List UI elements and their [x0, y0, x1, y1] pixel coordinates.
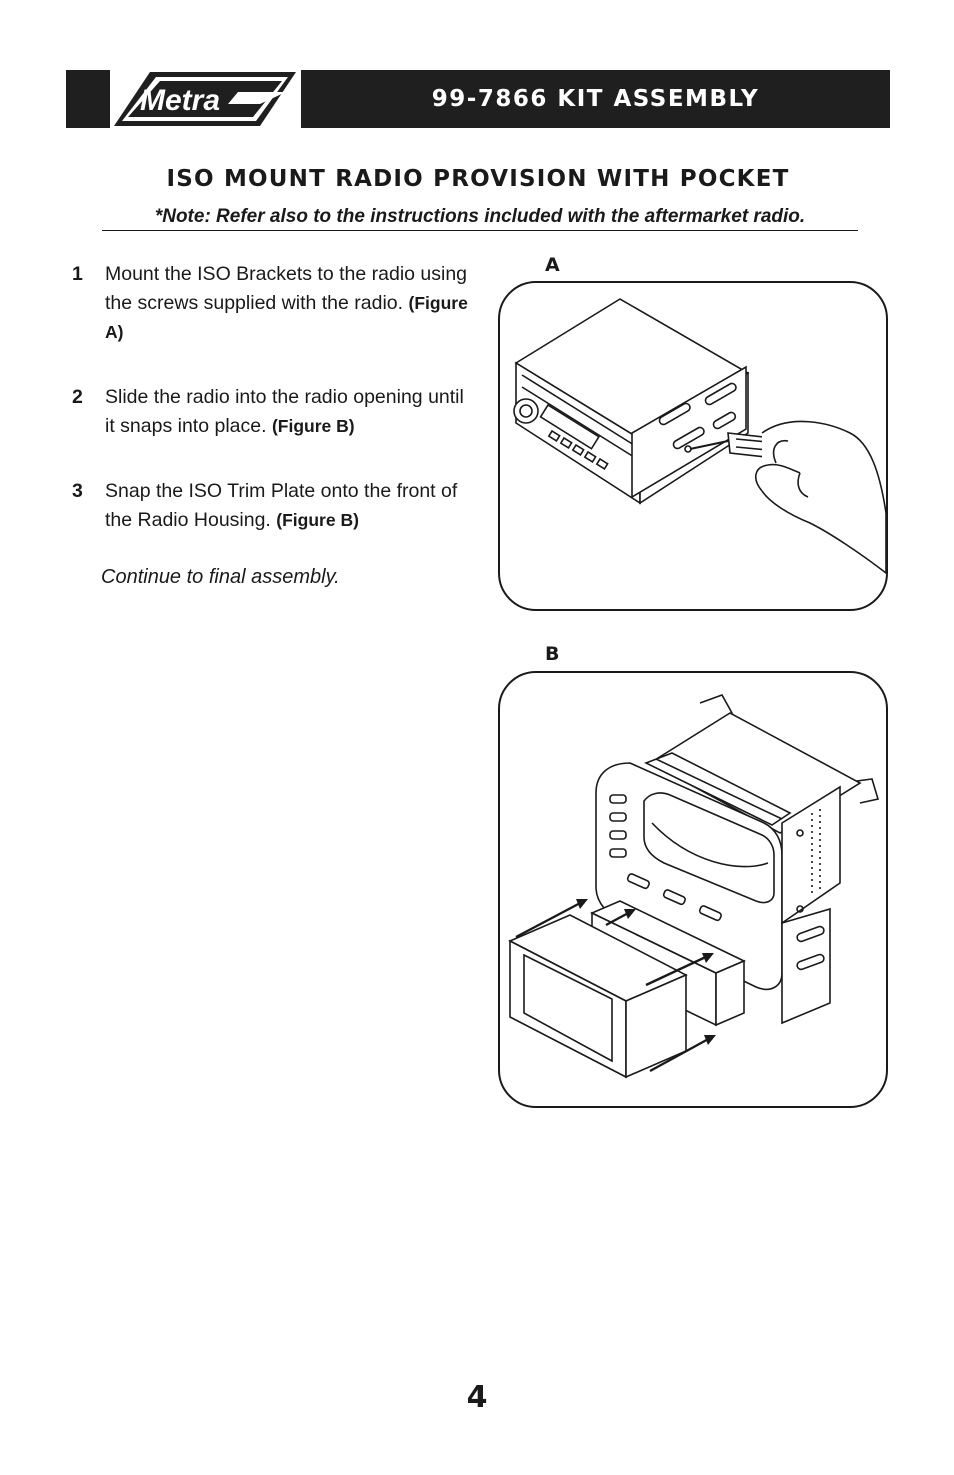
- step-number: 1: [72, 263, 83, 285]
- figure-reference: (Figure A): [105, 293, 468, 342]
- figure-a-illustration: [513, 298, 886, 575]
- step-text: Mount the ISO Brackets to the radio usin…: [105, 263, 468, 314]
- logo-text: Metra: [140, 84, 220, 117]
- step-2: 2 Slide the radio into the radio opening…: [72, 383, 472, 441]
- step-number: 2: [72, 386, 83, 408]
- figure-b-label: B: [545, 643, 560, 665]
- step-number: 3: [72, 480, 83, 502]
- figure-reference: (Figure B): [276, 510, 359, 530]
- figure-a-label: A: [545, 254, 560, 276]
- steps-list: 1 Mount the ISO Brackets to the radio us…: [72, 260, 472, 571]
- header-title-bar: 99-7866 KIT ASSEMBLY: [301, 70, 890, 128]
- section-title: ISO MOUNT RADIO PROVISION WITH POCKET: [166, 166, 790, 192]
- page-number: 4: [466, 1380, 488, 1415]
- header-left-bar: [66, 70, 110, 128]
- figure-a-box: [498, 281, 888, 611]
- figure-reference: (Figure B): [271, 416, 355, 436]
- header-title: 99-7866 KIT ASSEMBLY: [431, 86, 760, 112]
- step-text: Snap the ISO Trim Plate onto the front o…: [105, 480, 458, 531]
- step-3: 3 Snap the ISO Trim Plate onto the front…: [72, 477, 472, 535]
- figure-b-illustration: [508, 694, 880, 1079]
- step-text: Slide the radio into the radio opening u…: [105, 386, 464, 437]
- metra-logo: Metra: [110, 70, 300, 128]
- metra-logo-graphic: Metra: [114, 72, 296, 126]
- figure-b-box: [498, 671, 888, 1108]
- step-1: 1 Mount the ISO Brackets to the radio us…: [72, 260, 472, 347]
- continue-text: Continue to final assembly.: [101, 566, 340, 588]
- note-text: *Note: Refer also to the instructions in…: [102, 206, 858, 231]
